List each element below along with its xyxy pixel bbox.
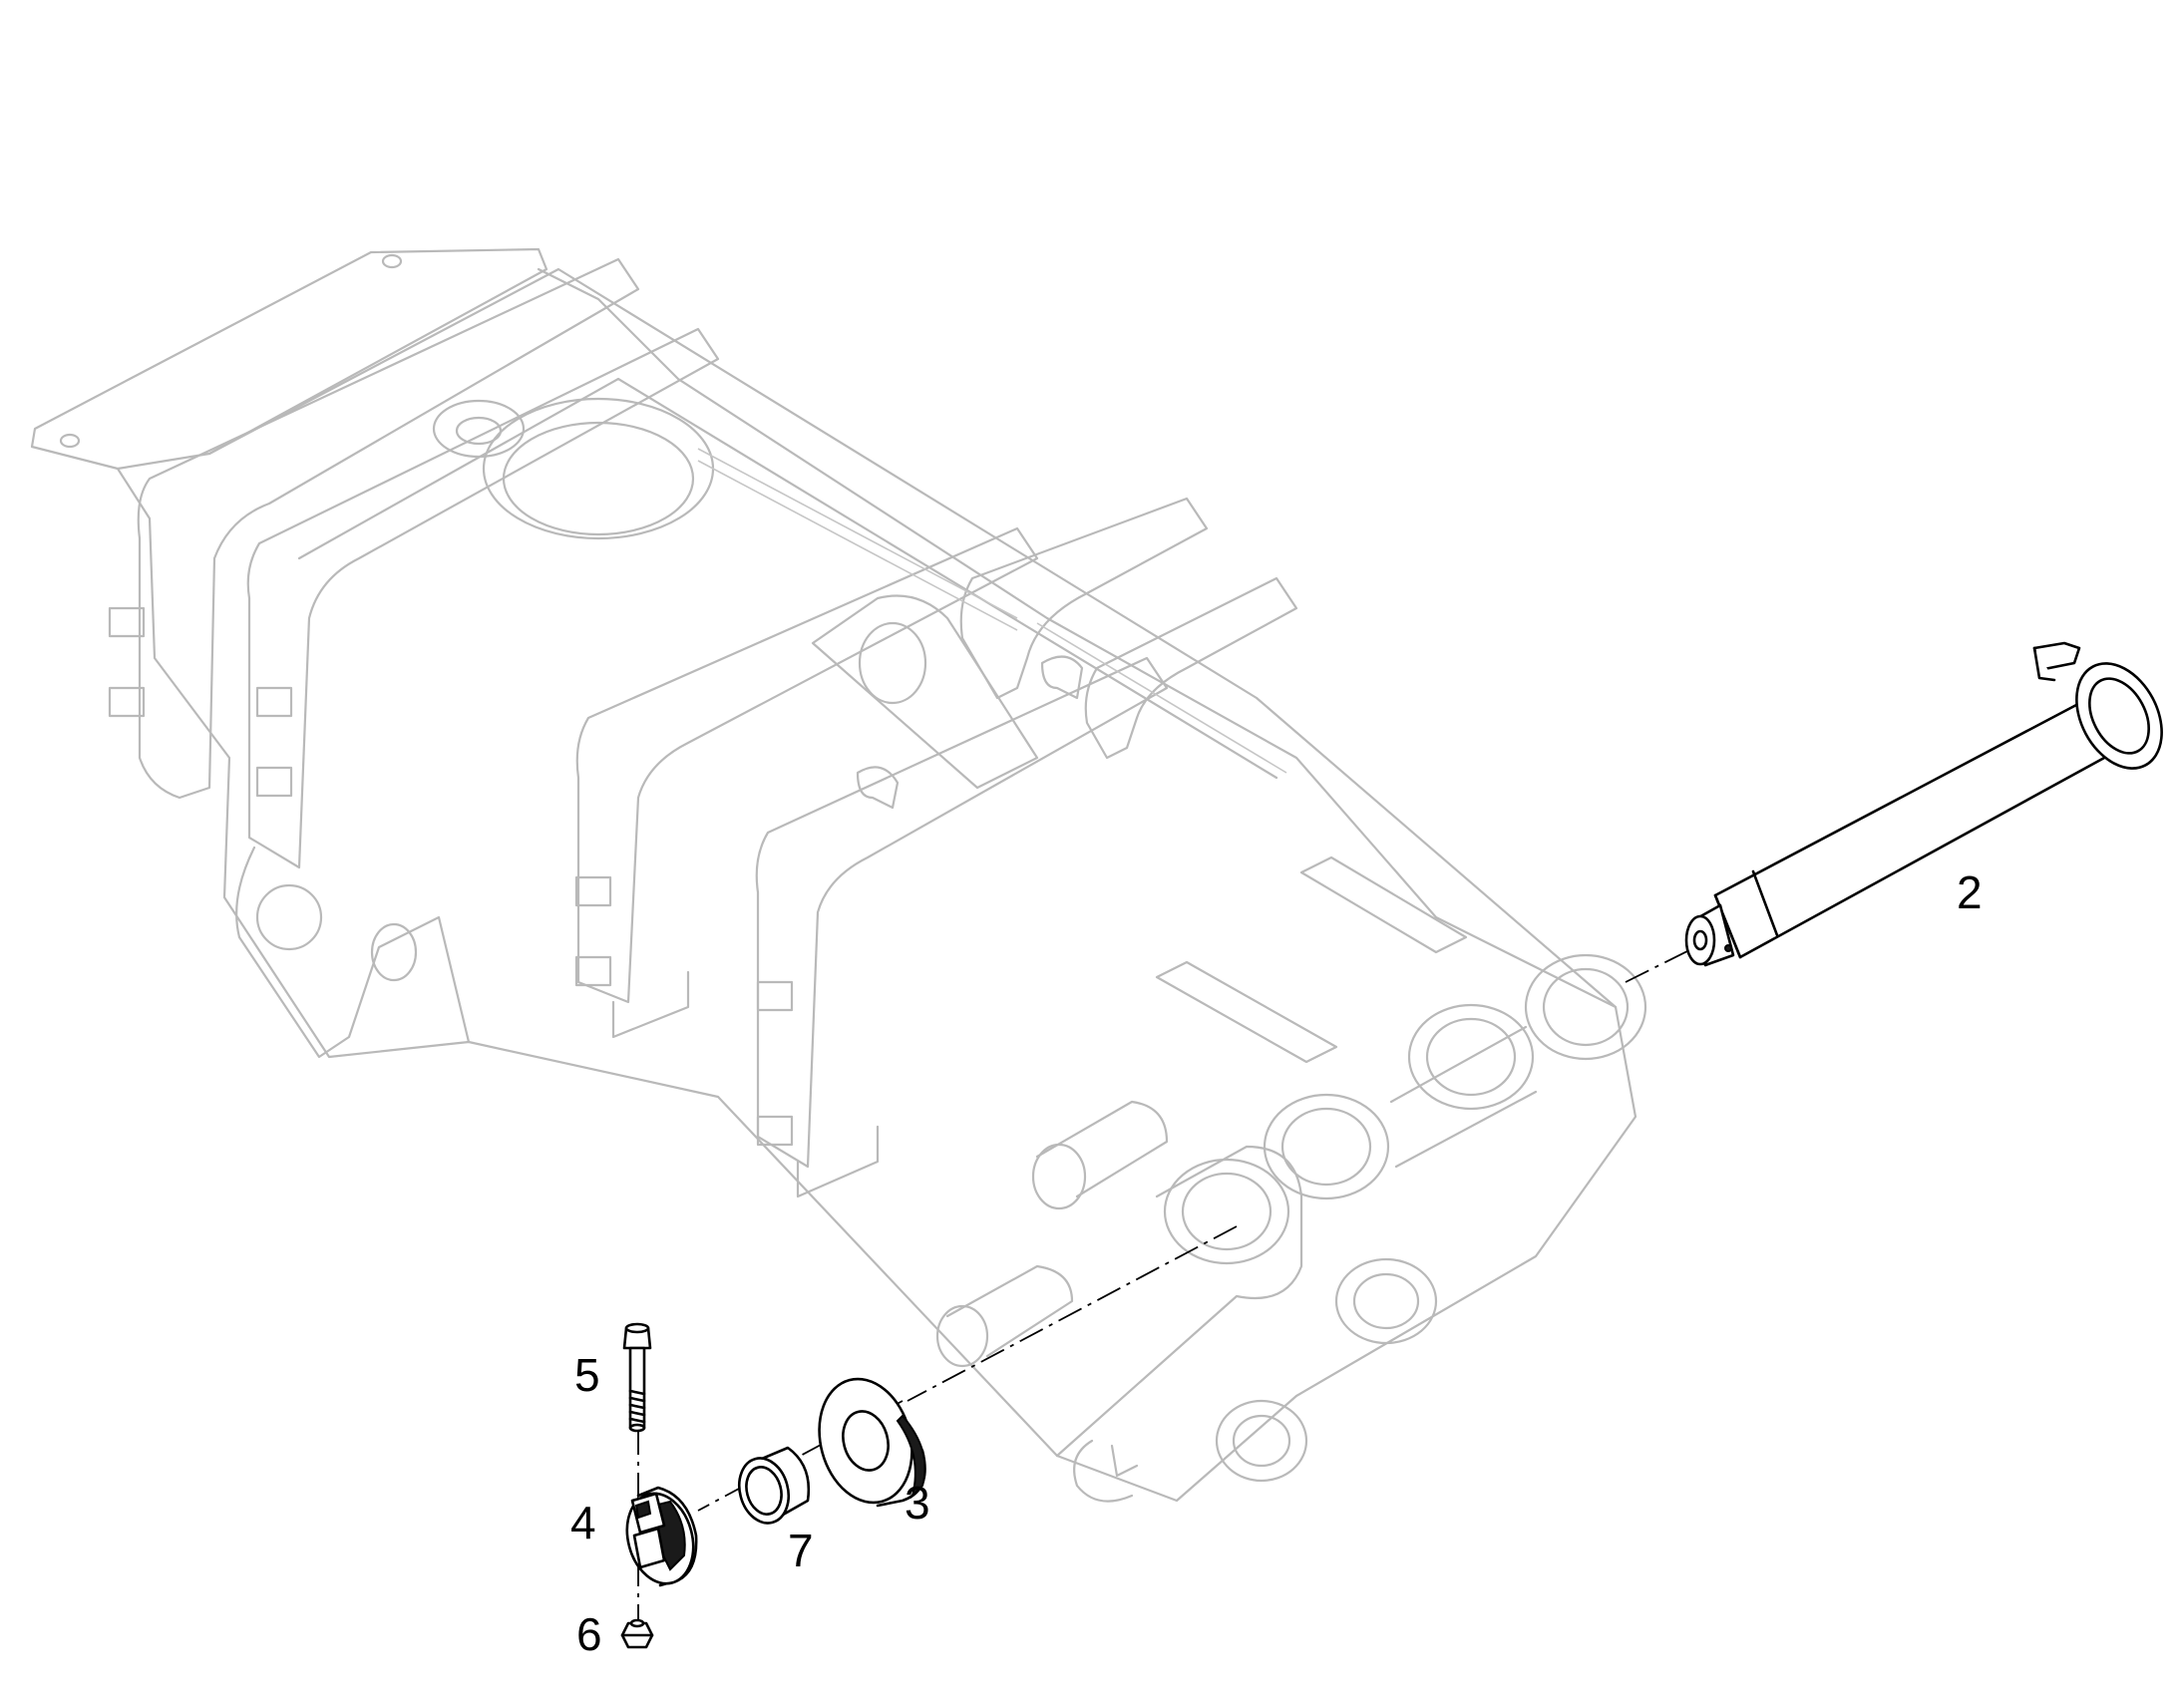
assembly-centerlines [637, 946, 1696, 1620]
callout-2: 2 [1957, 866, 1983, 918]
clamp-collar-part-4 [625, 1486, 698, 1587]
thick-washer-part-3 [818, 1377, 926, 1508]
nut-part-6 [620, 1618, 654, 1649]
callout-7: 7 [788, 1525, 814, 1576]
pin-shaft-part-2 [1684, 641, 2163, 967]
callout-5: 5 [574, 1349, 600, 1401]
callout-4: 4 [570, 1497, 596, 1548]
callout-6: 6 [576, 1608, 602, 1660]
callout-3: 3 [905, 1477, 930, 1529]
boom-frame-ghost [30, 247, 1647, 1503]
sleeve-part-7 [737, 1446, 811, 1525]
bolt-part-5 [622, 1322, 652, 1433]
